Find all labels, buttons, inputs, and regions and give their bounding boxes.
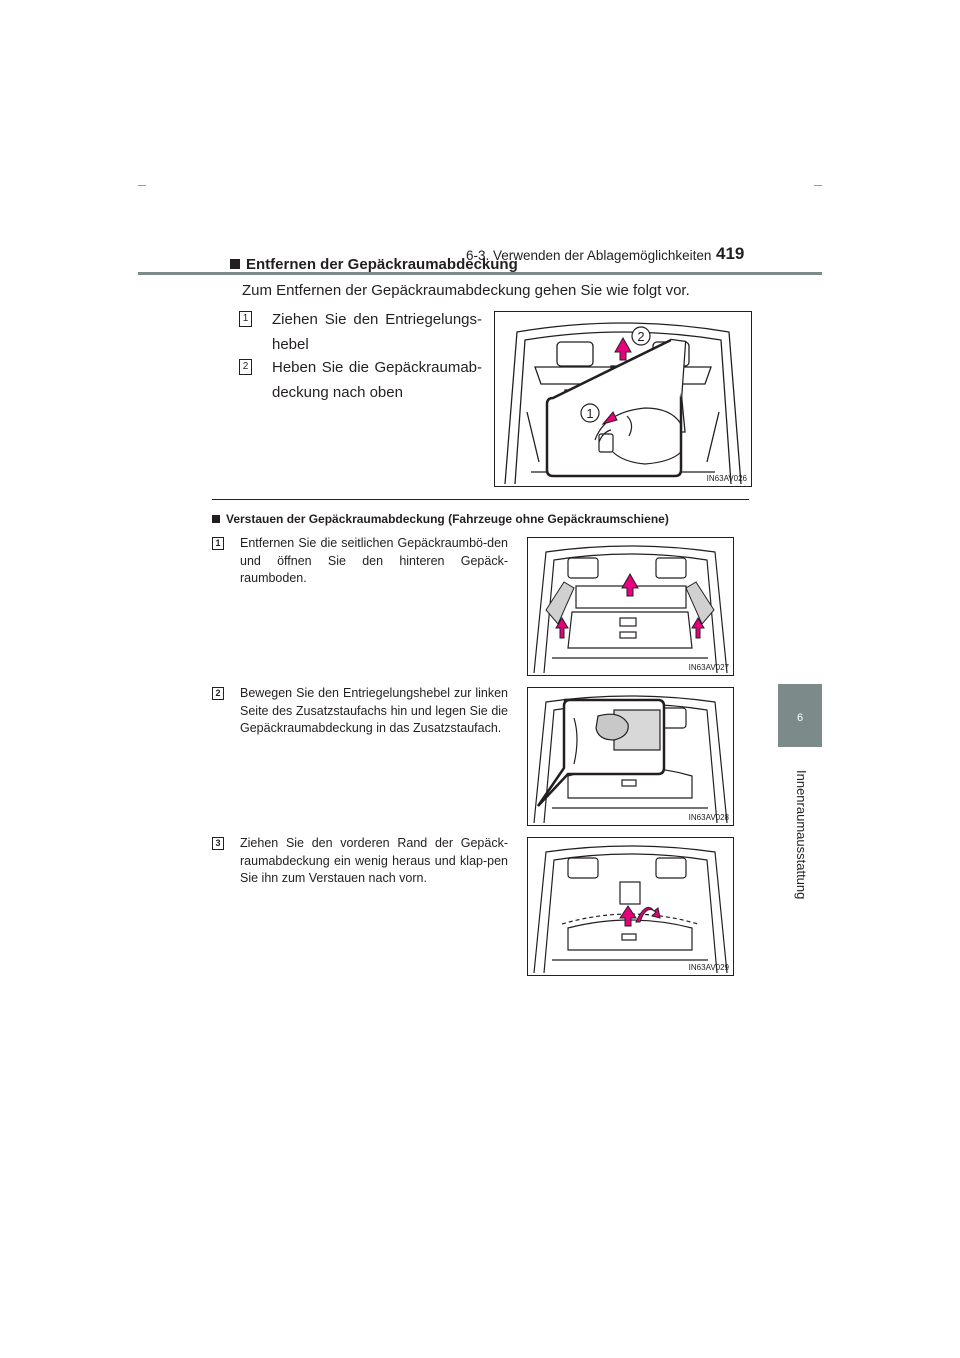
crop-mark-left: [138, 185, 146, 186]
section2-step2-text: Bewegen Sie den Entriegelungshebel zur l…: [240, 686, 508, 735]
chapter-number: 6: [796, 712, 804, 724]
crop-mark-right: [814, 185, 822, 186]
section2-step1-text: Entfernen Sie die seitlichen Gepäckraumb…: [240, 536, 508, 585]
header-rule: [138, 272, 822, 275]
section-header-title: 6-3. Verwenden der Ablagemöglichkeiten: [466, 248, 712, 263]
figure-side-boards: IN63AV027: [527, 537, 734, 676]
figure-fold-cover: IN63AV029: [527, 837, 734, 976]
step-number-badge: 2: [239, 359, 252, 375]
cargo-remove-illustration: 2 1: [504, 322, 742, 485]
figure-id: IN63AV029: [688, 963, 729, 972]
figure-lever-storage: IN63AV028: [527, 687, 734, 826]
section1-heading-text: Entfernen der Gepäckraumabdeckung: [246, 256, 518, 273]
section2-heading: Verstauen der Gepäckraumabdeckung (Fahrz…: [212, 512, 669, 526]
figure-id: IN63AV028: [688, 813, 729, 822]
section2-heading-text: Verstauen der Gepäckraumabdeckung (Fahrz…: [226, 512, 669, 526]
step-number-box: 2: [212, 687, 224, 700]
chapter-title-vertical: Innenraumausstattung: [794, 770, 809, 900]
figure-remove-cover: 2 1 IN63AV026: [494, 311, 752, 487]
bullet-square-icon: [212, 515, 220, 523]
section-divider: [212, 499, 749, 500]
figure-callout-1: 1: [586, 406, 593, 421]
cargo-lever-illustration: [533, 695, 728, 824]
chapter-tab: [778, 684, 822, 747]
section1-step1-text: Ziehen Sie den Entriegelungs-hebel: [272, 311, 482, 353]
cargo-fold-illustration: [533, 845, 728, 974]
figure-id: IN63AV027: [688, 663, 729, 672]
step-number-badge: 1: [239, 311, 252, 327]
bullet-square-icon: [230, 259, 240, 269]
section1-intro: Zum Entfernen der Gepäckraumabdeckung ge…: [242, 282, 690, 299]
section1-step2-text: Heben Sie die Gepäckraumab-deckung nach …: [272, 359, 482, 401]
step-number-box: 3: [212, 837, 224, 850]
step-number-box: 1: [212, 537, 224, 550]
page-number: 419: [716, 244, 745, 263]
section1-heading: Entfernen der Gepäckraumabdeckung: [230, 256, 518, 273]
section2-step3-text: Ziehen Sie den vorderen Rand der Gepäck-…: [240, 836, 508, 885]
cargo-side-boards-illustration: [533, 545, 728, 674]
figure-callout-2: 2: [637, 329, 644, 344]
figure-id: IN63AV026: [706, 474, 747, 483]
